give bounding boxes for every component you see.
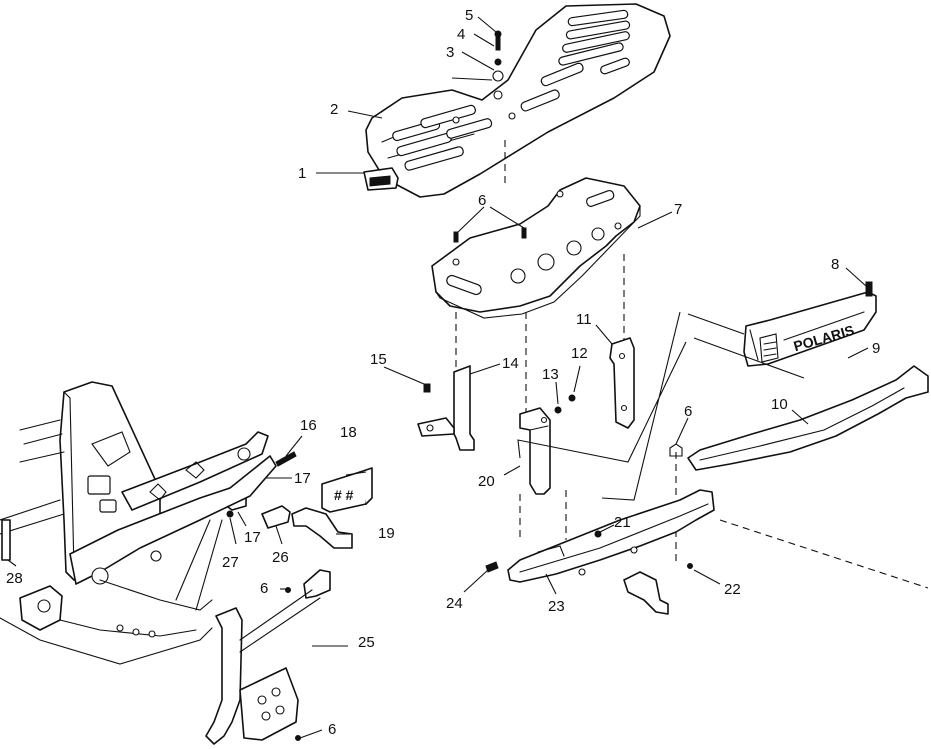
- right-riser-bracket: [609, 337, 635, 429]
- callout-2: 2: [330, 101, 338, 118]
- callout-5: 5: [465, 7, 473, 24]
- vehicle-frame: [0, 381, 277, 665]
- bolt-21: [594, 530, 602, 538]
- tow-bar: [291, 507, 353, 549]
- callout-13: 13: [542, 366, 559, 383]
- nut-13: [554, 406, 562, 414]
- bolt-6-lower: [295, 735, 301, 741]
- callout-24: 24: [446, 595, 463, 612]
- callout-16: 16: [300, 417, 317, 434]
- center-riser-bracket: [519, 407, 551, 495]
- grille-emblem: POLARIS: [743, 291, 877, 367]
- nut-22: [687, 563, 693, 569]
- bracket-28: [1, 519, 11, 561]
- callout-4: 4: [457, 26, 465, 43]
- rack-slots: [392, 9, 631, 171]
- callout-25: 25: [358, 634, 375, 651]
- callout-17-b: 17: [244, 529, 261, 546]
- front-bumper: [687, 365, 929, 471]
- callout-11: 11: [576, 311, 592, 328]
- callout-27: 27: [222, 554, 239, 571]
- lower-cross-member: [507, 489, 715, 583]
- grille-tether: [517, 311, 805, 501]
- callout-6-d: 6: [328, 721, 336, 738]
- callout-6-b: 6: [684, 403, 692, 420]
- rack-hardware-stack: [492, 30, 504, 82]
- bolt-15: [423, 383, 431, 393]
- plate-screws: [453, 227, 527, 243]
- leader-lines: [7, 16, 869, 739]
- callout-28: 28: [6, 570, 23, 587]
- callout-7: 7: [674, 201, 682, 218]
- callout-14: 14: [502, 355, 519, 372]
- callout-12: 12: [571, 345, 588, 362]
- callout-3: 3: [446, 44, 454, 61]
- push-bar-guard: [205, 569, 331, 745]
- lower-bracket: [623, 443, 683, 615]
- front-rack: [365, 3, 671, 198]
- decal-plate: # #: [321, 467, 373, 513]
- decal-text: # #: [334, 487, 354, 503]
- callout-1: 1: [298, 165, 306, 182]
- rack-base-plate: [431, 177, 641, 319]
- callout-18: 18: [340, 424, 357, 441]
- callout-26: 26: [272, 549, 289, 566]
- callout-17: 17: [294, 470, 311, 487]
- callout-8: 8: [831, 256, 839, 273]
- callout-20: 20: [478, 473, 495, 490]
- screw-8: [865, 281, 873, 297]
- left-riser-bracket: [417, 365, 475, 451]
- callout-6: 6: [478, 192, 486, 209]
- callout-22: 22: [724, 581, 741, 598]
- callout-10: 10: [771, 396, 788, 413]
- callout-19: 19: [378, 525, 395, 542]
- callout-labels: 1 2 3 4 5 6 7 8 9 10 11 12 13 14 15 16 1…: [6, 7, 880, 738]
- callout-23: 23: [548, 598, 565, 615]
- callout-6-c: 6: [260, 580, 268, 597]
- callout-9: 9: [872, 340, 880, 357]
- alignment-lines: [455, 140, 929, 589]
- rack-clip: [363, 167, 399, 191]
- washer-12: [568, 394, 576, 402]
- callout-21: 21: [614, 514, 631, 531]
- callout-15: 15: [370, 351, 387, 368]
